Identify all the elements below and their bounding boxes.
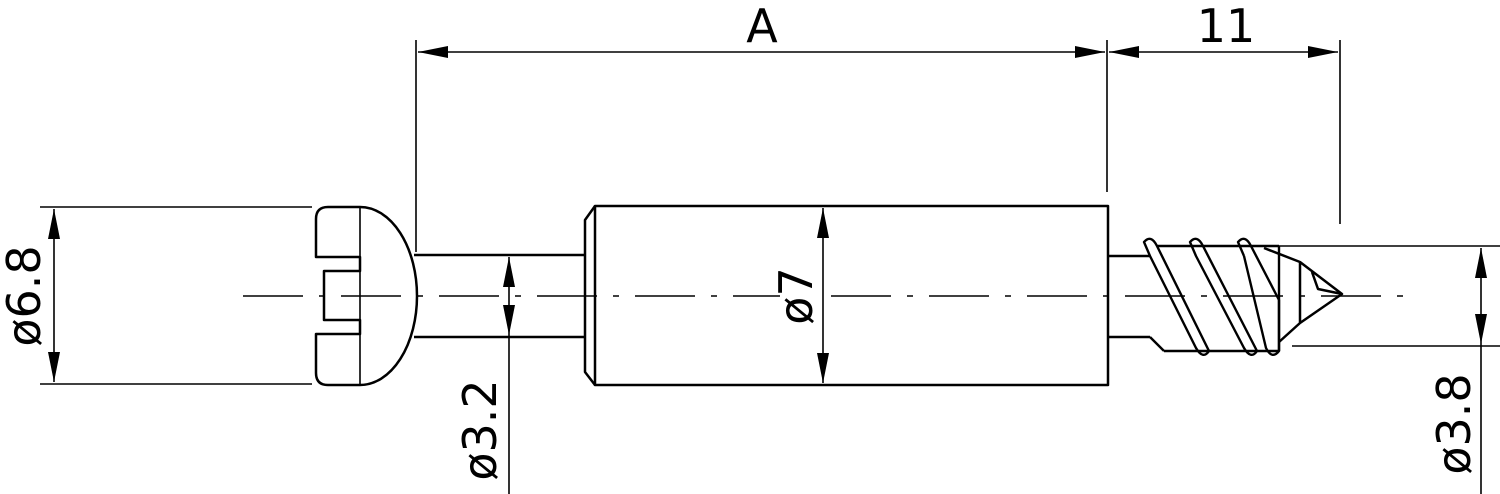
bolt-body (593, 204, 1110, 387)
label-neck-diameter: ø3.2 (453, 379, 507, 480)
label-thread-diameter: ø3.8 (1427, 373, 1481, 474)
thread-core (1108, 254, 1150, 339)
label-thread-length: 11 (1197, 0, 1256, 53)
bolt-head (314, 205, 419, 387)
screw-tip (1263, 246, 1344, 343)
bolt-neck (414, 253, 585, 339)
label-mask-body (780, 252, 816, 342)
label-length-a: A (746, 0, 778, 53)
label-body-diameter: ø7 (769, 267, 823, 324)
label-head-diameter: ø6.8 (0, 245, 51, 346)
body-chamfer (583, 205, 597, 386)
thread-helix (1142, 237, 1281, 356)
